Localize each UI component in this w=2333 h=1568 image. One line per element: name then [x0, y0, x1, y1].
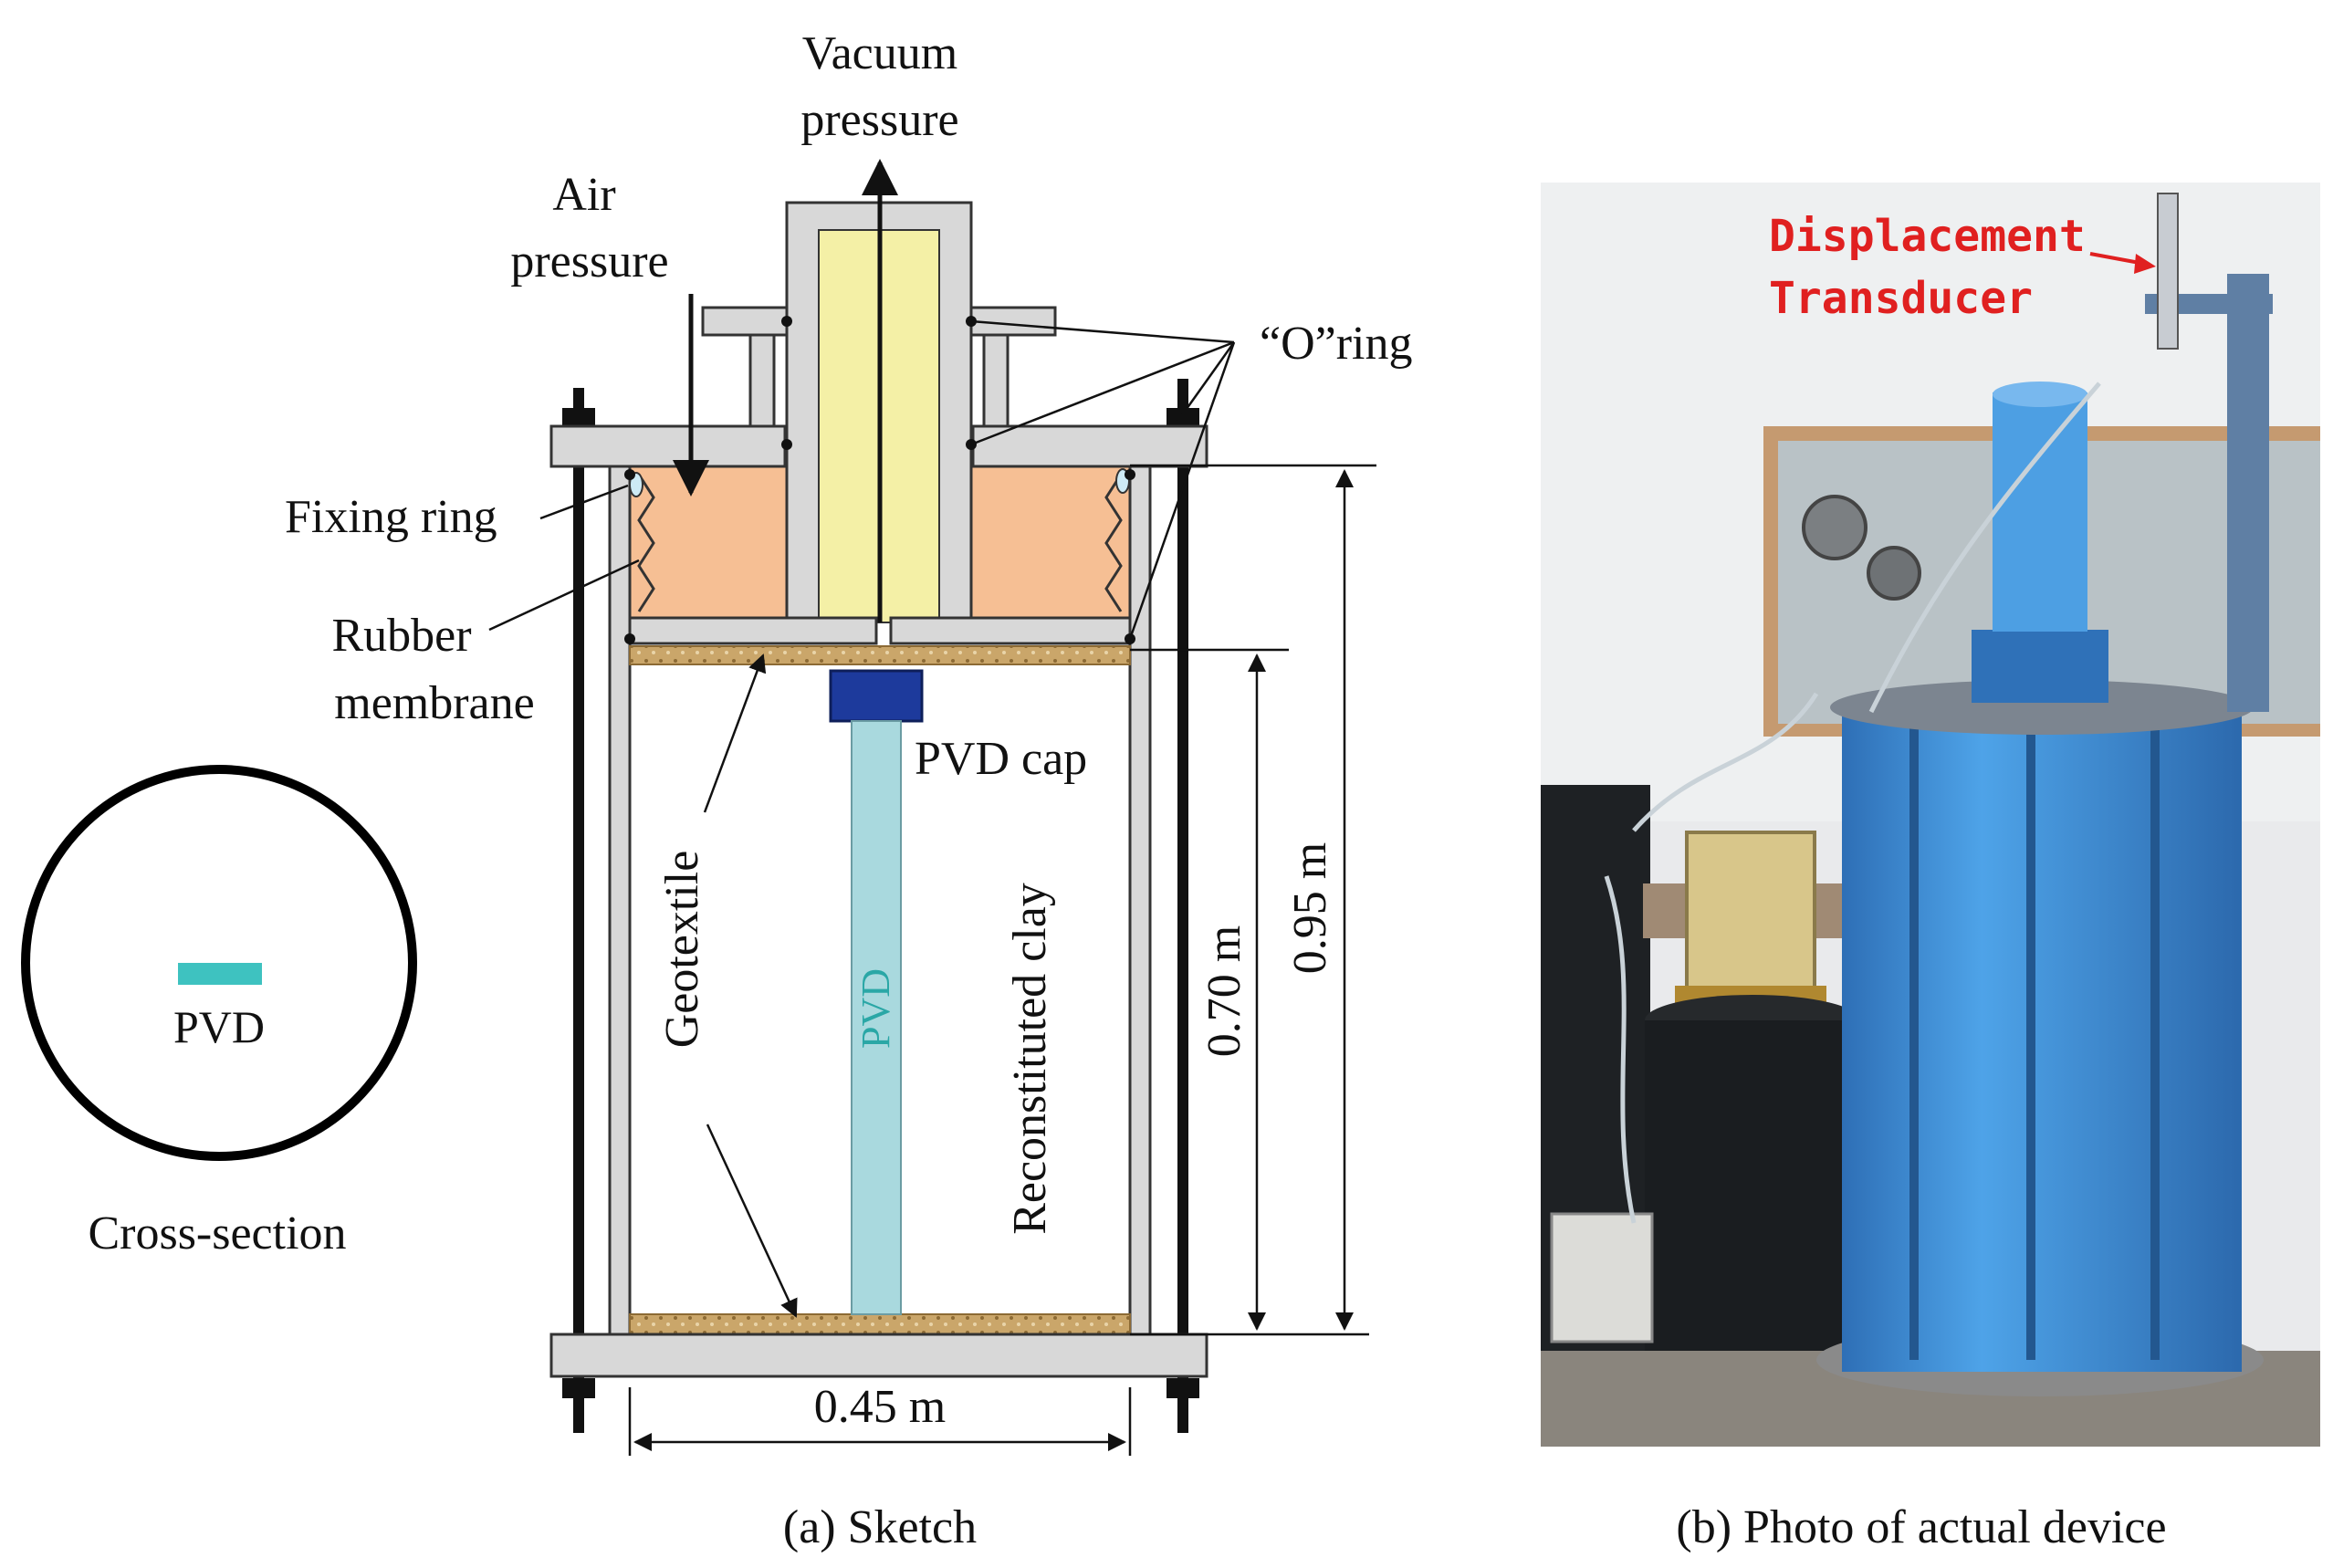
nut-bottom-right — [1166, 1378, 1199, 1398]
sketch: Vacuum pressure Air pressure “O”ring Fix… — [285, 27, 1412, 1553]
geotextile-label: Geotextile — [656, 851, 708, 1049]
wall-left — [608, 464, 632, 1339]
bracket-left-arm — [701, 306, 789, 337]
loading-plate-left — [628, 616, 878, 645]
bottom-plate — [549, 1333, 1208, 1378]
tie-rod-left — [573, 388, 584, 1433]
cross-section-circle — [21, 765, 417, 1161]
geotextile-leader-top — [703, 653, 767, 813]
air-label-1: Air — [552, 169, 615, 221]
nut-bottom-left — [562, 1378, 595, 1398]
dimensions — [628, 464, 1376, 1456]
photo-cylinder-neck — [1993, 392, 2087, 632]
tie-rod-right — [1177, 379, 1188, 1433]
o-ring-leaders — [970, 319, 1236, 640]
dim-095-label: 0.95 m — [1284, 842, 1336, 974]
nut-top-left — [562, 408, 595, 428]
wall-right — [1128, 464, 1152, 1339]
nut-top-right — [1166, 408, 1199, 428]
rubber-membrane-label-2: membrane — [334, 677, 534, 729]
geotextile-leader-bottom — [706, 1124, 798, 1318]
displacement-label-1: Displacement — [1769, 211, 2086, 262]
rubber-membrane-label-1: Rubber — [331, 610, 471, 662]
photo-small-cell — [1685, 831, 1816, 997]
photo-cylinder-ribs — [1909, 721, 2160, 1360]
photo-white-box — [1550, 1212, 1654, 1343]
bracket-left-post — [748, 333, 776, 428]
reconstituted-clay-label: Reconstituted clay — [1004, 883, 1056, 1235]
rubber-membrane-left — [637, 474, 655, 612]
vacuum-label-1: Vacuum — [802, 27, 957, 79]
cross-section-title: Cross-section — [88, 1207, 346, 1260]
photo-cylinder-neck-top — [1993, 382, 2087, 407]
fixing-ring-leader — [539, 484, 629, 520]
top-plate-right — [971, 424, 1208, 468]
bracket-right-post — [982, 333, 1010, 428]
photo-transducer-body — [2157, 193, 2179, 350]
photo-stand-post — [2227, 274, 2269, 712]
pvd-cap-label: PVD cap — [915, 733, 1087, 785]
photo-cylinder-lid — [1830, 680, 2254, 735]
photo-cylinder-body — [1842, 706, 2242, 1372]
geotextile-top — [629, 645, 1131, 665]
loading-plate-right — [889, 616, 1132, 645]
photo-gauge-1 — [1802, 495, 1867, 560]
displacement-arrowhead — [2134, 254, 2156, 274]
air-label-2: pressure — [510, 235, 668, 287]
dim-045-label: 0.45 m — [814, 1381, 946, 1433]
rubber-membrane-leader — [488, 559, 640, 632]
geotextile-bottom — [629, 1313, 1131, 1335]
caption-a: (a) Sketch — [783, 1501, 977, 1553]
pvd-strip — [851, 720, 902, 1315]
pvd-strip-label: PVD — [853, 968, 898, 1049]
fixing-ring-label: Fixing ring — [285, 491, 497, 543]
caption-b: (b) Photo of actual device — [1676, 1501, 2166, 1553]
cross-section-pvd-label: PVD — [173, 1001, 265, 1052]
photo-cylinder-neck-base — [1972, 630, 2108, 703]
o-ring-label: “O”ring — [1260, 318, 1412, 370]
photo-cables — [1604, 382, 2101, 1224]
dim-070-label: 0.70 m — [1198, 925, 1250, 1057]
displacement-label-2: Transducer — [1769, 273, 2033, 324]
vacuum-label-2: pressure — [800, 94, 958, 146]
cross-section: PVD Cross-section — [21, 765, 417, 1260]
pvd-cap — [829, 669, 924, 723]
displacement-transducer-annotation: Displacement Transducer — [1769, 211, 2086, 324]
top-plate-left — [549, 424, 787, 468]
cross-section-pvd-strip — [178, 963, 262, 985]
photo-gauge-2 — [1867, 546, 1921, 601]
rubber-membrane-right — [1104, 474, 1123, 612]
device-photo: Displacement Transducer (b) Photo of act… — [1541, 183, 2320, 1553]
